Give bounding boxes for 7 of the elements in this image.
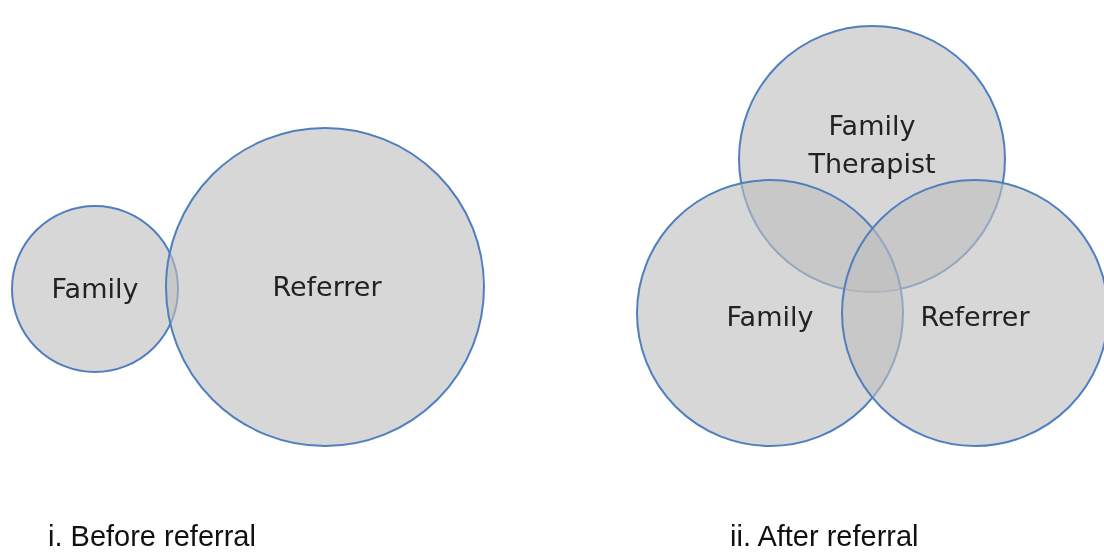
circle-label: Family Therapist <box>807 109 937 181</box>
circle-label: Family <box>51 272 139 306</box>
circle-label: Referrer <box>272 270 382 304</box>
circle-label: Referrer <box>920 300 1030 334</box>
caption-text: ii. After referral <box>730 520 919 553</box>
circle-label: Family <box>726 300 814 334</box>
caption-text: i. Before referral <box>48 520 256 553</box>
